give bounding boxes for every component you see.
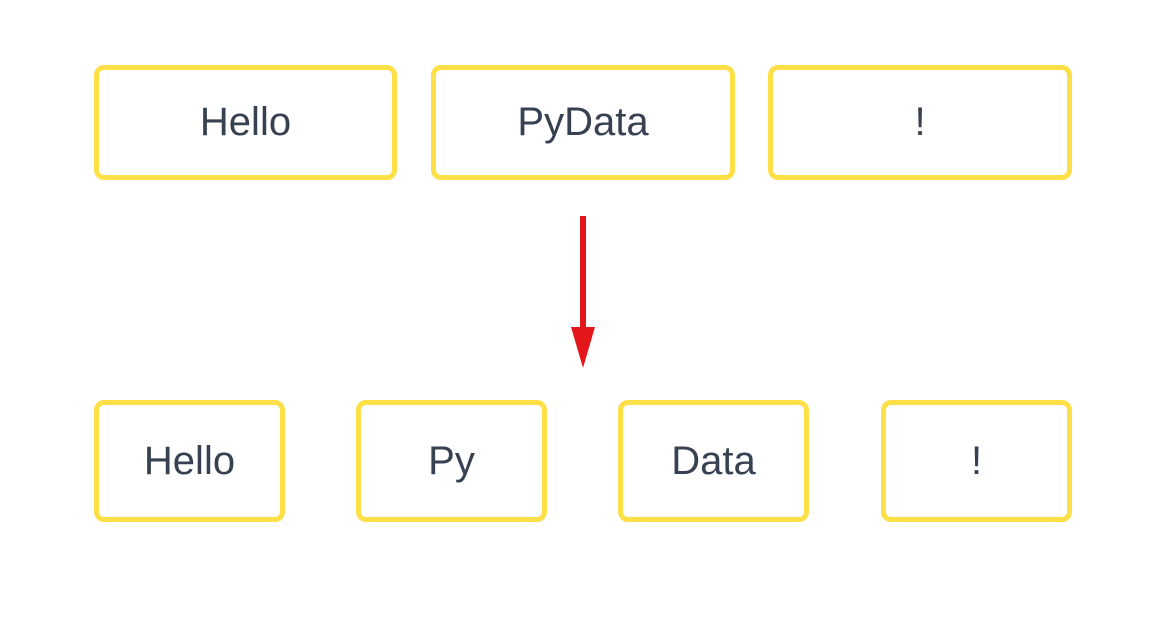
output-token-box: ! xyxy=(881,400,1072,522)
output-token-label: Py xyxy=(428,438,475,483)
input-token-label: ! xyxy=(914,100,926,144)
output-token-label: ! xyxy=(970,438,983,483)
output-token-label: Data xyxy=(671,438,756,483)
input-token-box: ! xyxy=(768,65,1072,180)
input-token-box: PyData xyxy=(431,65,735,180)
output-token-box: Hello xyxy=(94,400,285,522)
output-token-box: Data xyxy=(618,400,809,522)
output-token-label: Hello xyxy=(143,438,236,483)
output-token-box: Py xyxy=(356,400,547,522)
input-token-label: PyData xyxy=(517,100,649,144)
down-arrow-icon xyxy=(571,216,595,368)
input-token-label: Hello xyxy=(199,100,292,144)
arrow-head xyxy=(571,327,595,368)
input-token-box: Hello xyxy=(94,65,397,180)
